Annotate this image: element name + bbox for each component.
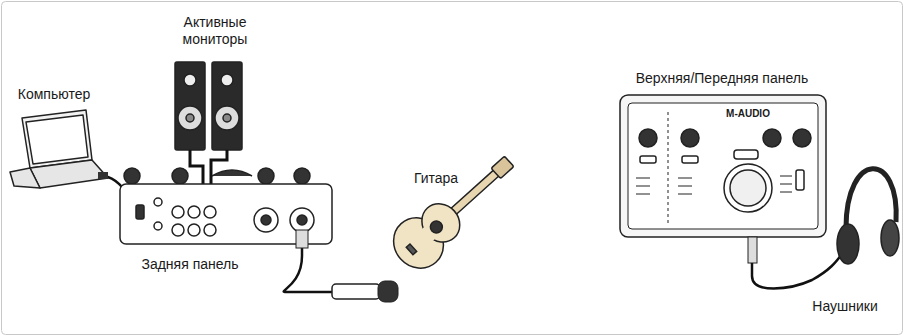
- panel-label: Задняя панель: [130, 256, 250, 273]
- panel-label: Верхняя/Передняя панель: [612, 70, 832, 87]
- device-label: Наушники: [800, 298, 890, 315]
- device-label: Активные мониторы: [160, 14, 270, 48]
- device-label: Гитара: [404, 170, 468, 187]
- brand-logo: M-AUDIO: [716, 108, 780, 120]
- device-label: Компьютер: [6, 86, 102, 103]
